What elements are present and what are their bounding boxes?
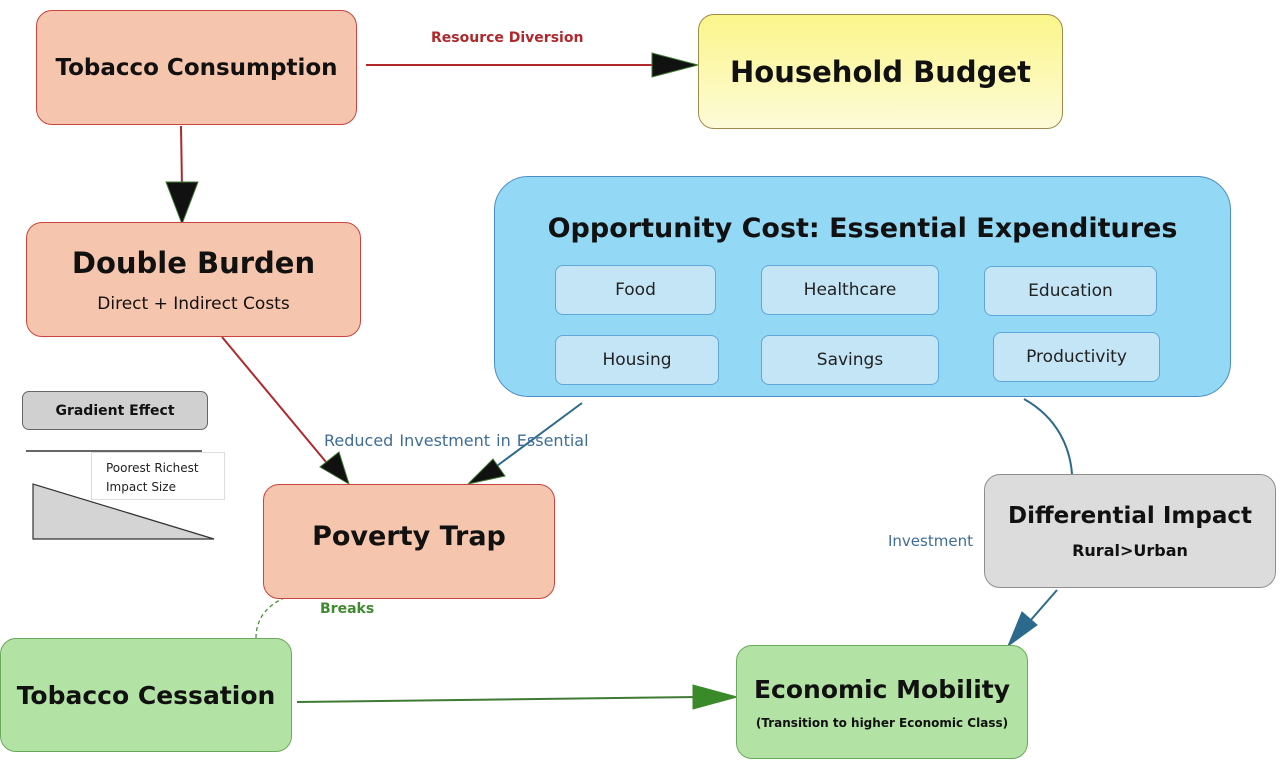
node-title: Poverty Trap [312,521,506,552]
legend-axis-text: Poorest Richest [106,461,199,475]
node-poverty-trap: Poverty Trap [263,484,555,599]
expenditure-item-education: Education [984,266,1157,316]
expenditure-item-food: Food [555,265,716,315]
edge-opportunity-to-poverty [466,402,583,485]
edge-consumption-to-burden [165,125,199,226]
legend-note: Poorest Richest Impact Size [91,452,225,500]
node-title: Tobacco Cessation [16,680,276,710]
node-title: Double Burden [71,245,316,280]
node-subtitle: Rural>Urban [1072,540,1188,560]
expenditure-item-productivity: Productivity [993,332,1160,382]
node-economic-mobility: Economic Mobility (Transition to higher … [736,645,1028,759]
edge-differential-to-mobility [1006,589,1058,648]
node-title: Household Budget [730,54,1031,89]
node-subtitle: Direct + Indirect Costs [97,293,290,314]
legend-size-text: Impact Size [106,480,176,494]
node-subtitle: (Transition to higher Economic Class) [755,715,1009,730]
expenditure-item-housing: Housing [555,335,719,385]
edge-label-reduced-investment: Reduced Investment in Essential [324,431,589,450]
node-tobacco-consumption: Tobacco Consumption [36,10,357,125]
edge-label-resource-diversion: Resource Diversion [431,30,584,46]
node-title: Differential Impact [1008,502,1252,529]
edge-resource-diversion [366,52,700,78]
node-tobacco-cessation: Tobacco Cessation [0,638,292,752]
edge-label-investment: Investment [888,532,973,550]
node-title: Economic Mobility [753,674,1011,704]
node-title: Tobacco Consumption [55,54,338,81]
legend-title: Gradient Effect [22,391,208,430]
edge-opportunity-to-differential [1023,398,1073,475]
expenditure-item-savings: Savings [761,335,939,385]
edge-burden-to-poverty [221,336,350,486]
node-household-budget: Household Budget [698,14,1063,129]
node-opportunity-cost: Opportunity Cost: Essential Expenditures… [494,176,1231,397]
edge-label-breaks: Breaks [320,601,375,617]
node-double-burden: Double Burden Direct + Indirect Costs [26,222,361,337]
node-title: Opportunity Cost: Essential Expenditures [547,213,1178,244]
node-differential-impact: Differential Impact Rural>Urban [984,474,1276,588]
legend-gradient-wedge [26,450,215,540]
edge-cessation-to-mobility [296,684,739,710]
expenditure-item-healthcare: Healthcare [761,265,939,315]
